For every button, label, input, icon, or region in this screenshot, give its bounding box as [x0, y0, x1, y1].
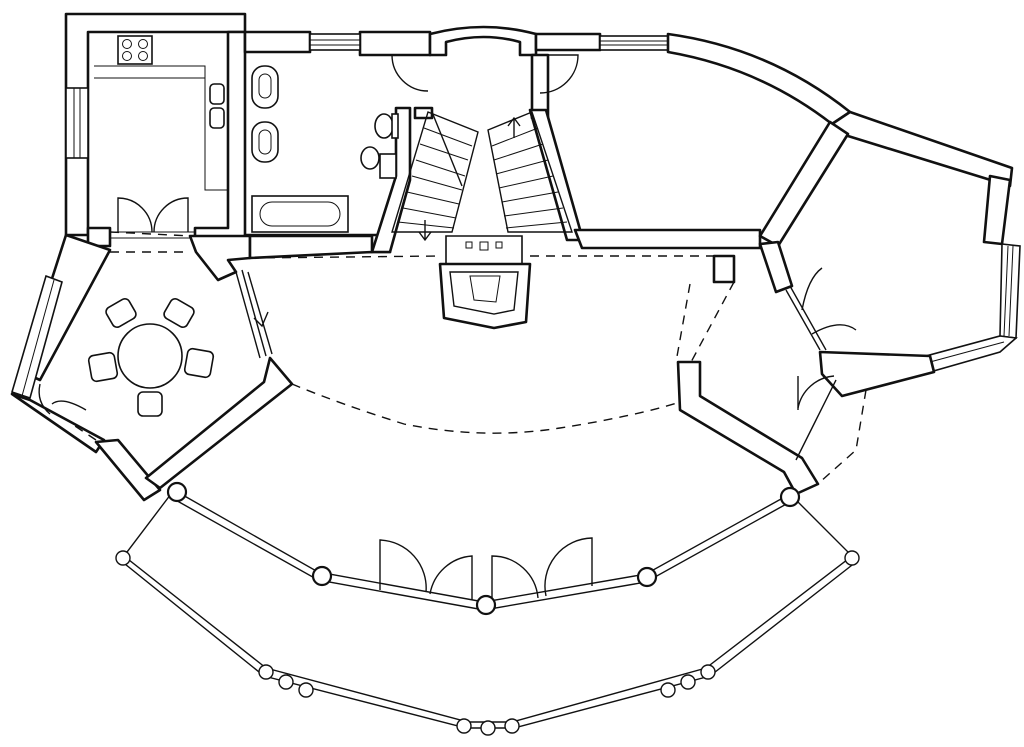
- dining-table-icon: [117, 323, 183, 389]
- kitchen: [64, 12, 247, 248]
- upper-right-door-icon: [539, 54, 579, 94]
- kitchen-window-icon: [65, 87, 89, 159]
- cooktop-icon: [117, 35, 153, 65]
- terrace-door-icon: [379, 537, 593, 604]
- dining-window-icon: [11, 274, 63, 400]
- living-hall: [248, 234, 714, 434]
- outer-column-icon: [115, 550, 860, 736]
- bidet-icon: [360, 146, 397, 179]
- dining-door-icon: [38, 383, 87, 415]
- toilet-icon: [374, 113, 399, 139]
- east-room-door-icon: [785, 267, 857, 351]
- column-icon: [166, 481, 801, 616]
- bathtub-icon: [251, 195, 349, 233]
- small-hall-door-icon: [795, 375, 837, 461]
- hall-east-small: [676, 254, 867, 496]
- upper-right-window-icon: [599, 35, 669, 51]
- fireplace-icon: [438, 235, 532, 330]
- dining-side-window-icon: [235, 269, 273, 359]
- right-stair-icon: [487, 111, 573, 233]
- kitchen-door-icon: [110, 197, 195, 239]
- bathroom-window-icon: [309, 33, 361, 51]
- dining-room: [10, 231, 294, 502]
- bathroom: [243, 30, 432, 254]
- stair-hall: [391, 25, 585, 242]
- washbasin-icon: [251, 65, 279, 163]
- left-stair-icon: [391, 111, 479, 242]
- chair-icon: [87, 298, 215, 417]
- room-upper-right: [534, 32, 1014, 250]
- terrace: [115, 481, 860, 736]
- bathroom-door-icon: [391, 54, 429, 92]
- sink-icon: [209, 83, 225, 129]
- room-east: [758, 174, 1021, 398]
- east-window-icon: [925, 243, 1021, 373]
